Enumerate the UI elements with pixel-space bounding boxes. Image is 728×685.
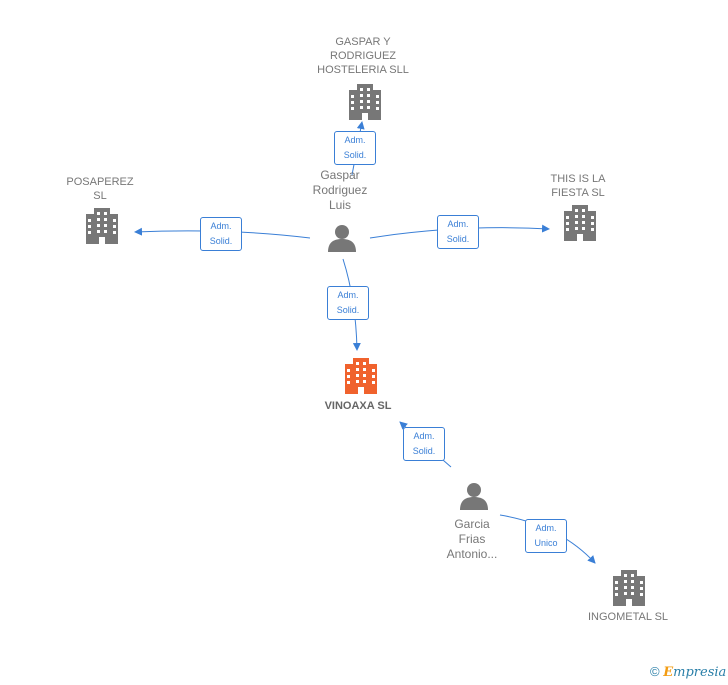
edge-label-adm-solid: Adm. Solid.	[403, 427, 445, 461]
node-label-vinoaxa[interactable]: VINOAXA SL	[324, 400, 392, 412]
edge-label-adm-unico: Adm. Unico	[525, 519, 567, 553]
edge-label-adm-solid: Adm. Solid.	[327, 286, 369, 320]
node-label-garcia-person[interactable]: Garcia Frias Antonio...	[446, 517, 498, 561]
node-label-gaspar-person[interactable]: Gaspar Rodriguez Luis	[312, 168, 368, 212]
node-label-posaperez[interactable]: POSAPEREZ SL	[66, 176, 134, 202]
edge-label-adm-solid: Adm. Solid.	[334, 131, 376, 165]
building-icon[interactable]	[613, 570, 645, 606]
edge-label-adm-solid: Adm. Solid.	[200, 217, 242, 251]
person-icon[interactable]	[460, 483, 488, 510]
footer-brand: © Empresia	[650, 664, 726, 680]
node-label-this-is-la-fiesta[interactable]: THIS IS LA FIESTA SL	[550, 173, 606, 199]
building-icon[interactable]	[86, 208, 118, 244]
node-label-ingometal[interactable]: INGOMETAL SL	[587, 611, 669, 623]
building-icon[interactable]	[564, 205, 596, 241]
brand-logo: Empresia	[663, 665, 727, 680]
copyright-symbol: ©	[650, 664, 660, 679]
edge-label-adm-solid: Adm. Solid.	[437, 215, 479, 249]
main-building-icon[interactable]	[345, 358, 377, 394]
person-icon[interactable]	[328, 225, 356, 252]
building-icon[interactable]	[349, 84, 381, 120]
node-label-gaspar-hosteleria[interactable]: GASPAR Y RODRIGUEZ HOSTELERIA SLL	[317, 36, 409, 76]
